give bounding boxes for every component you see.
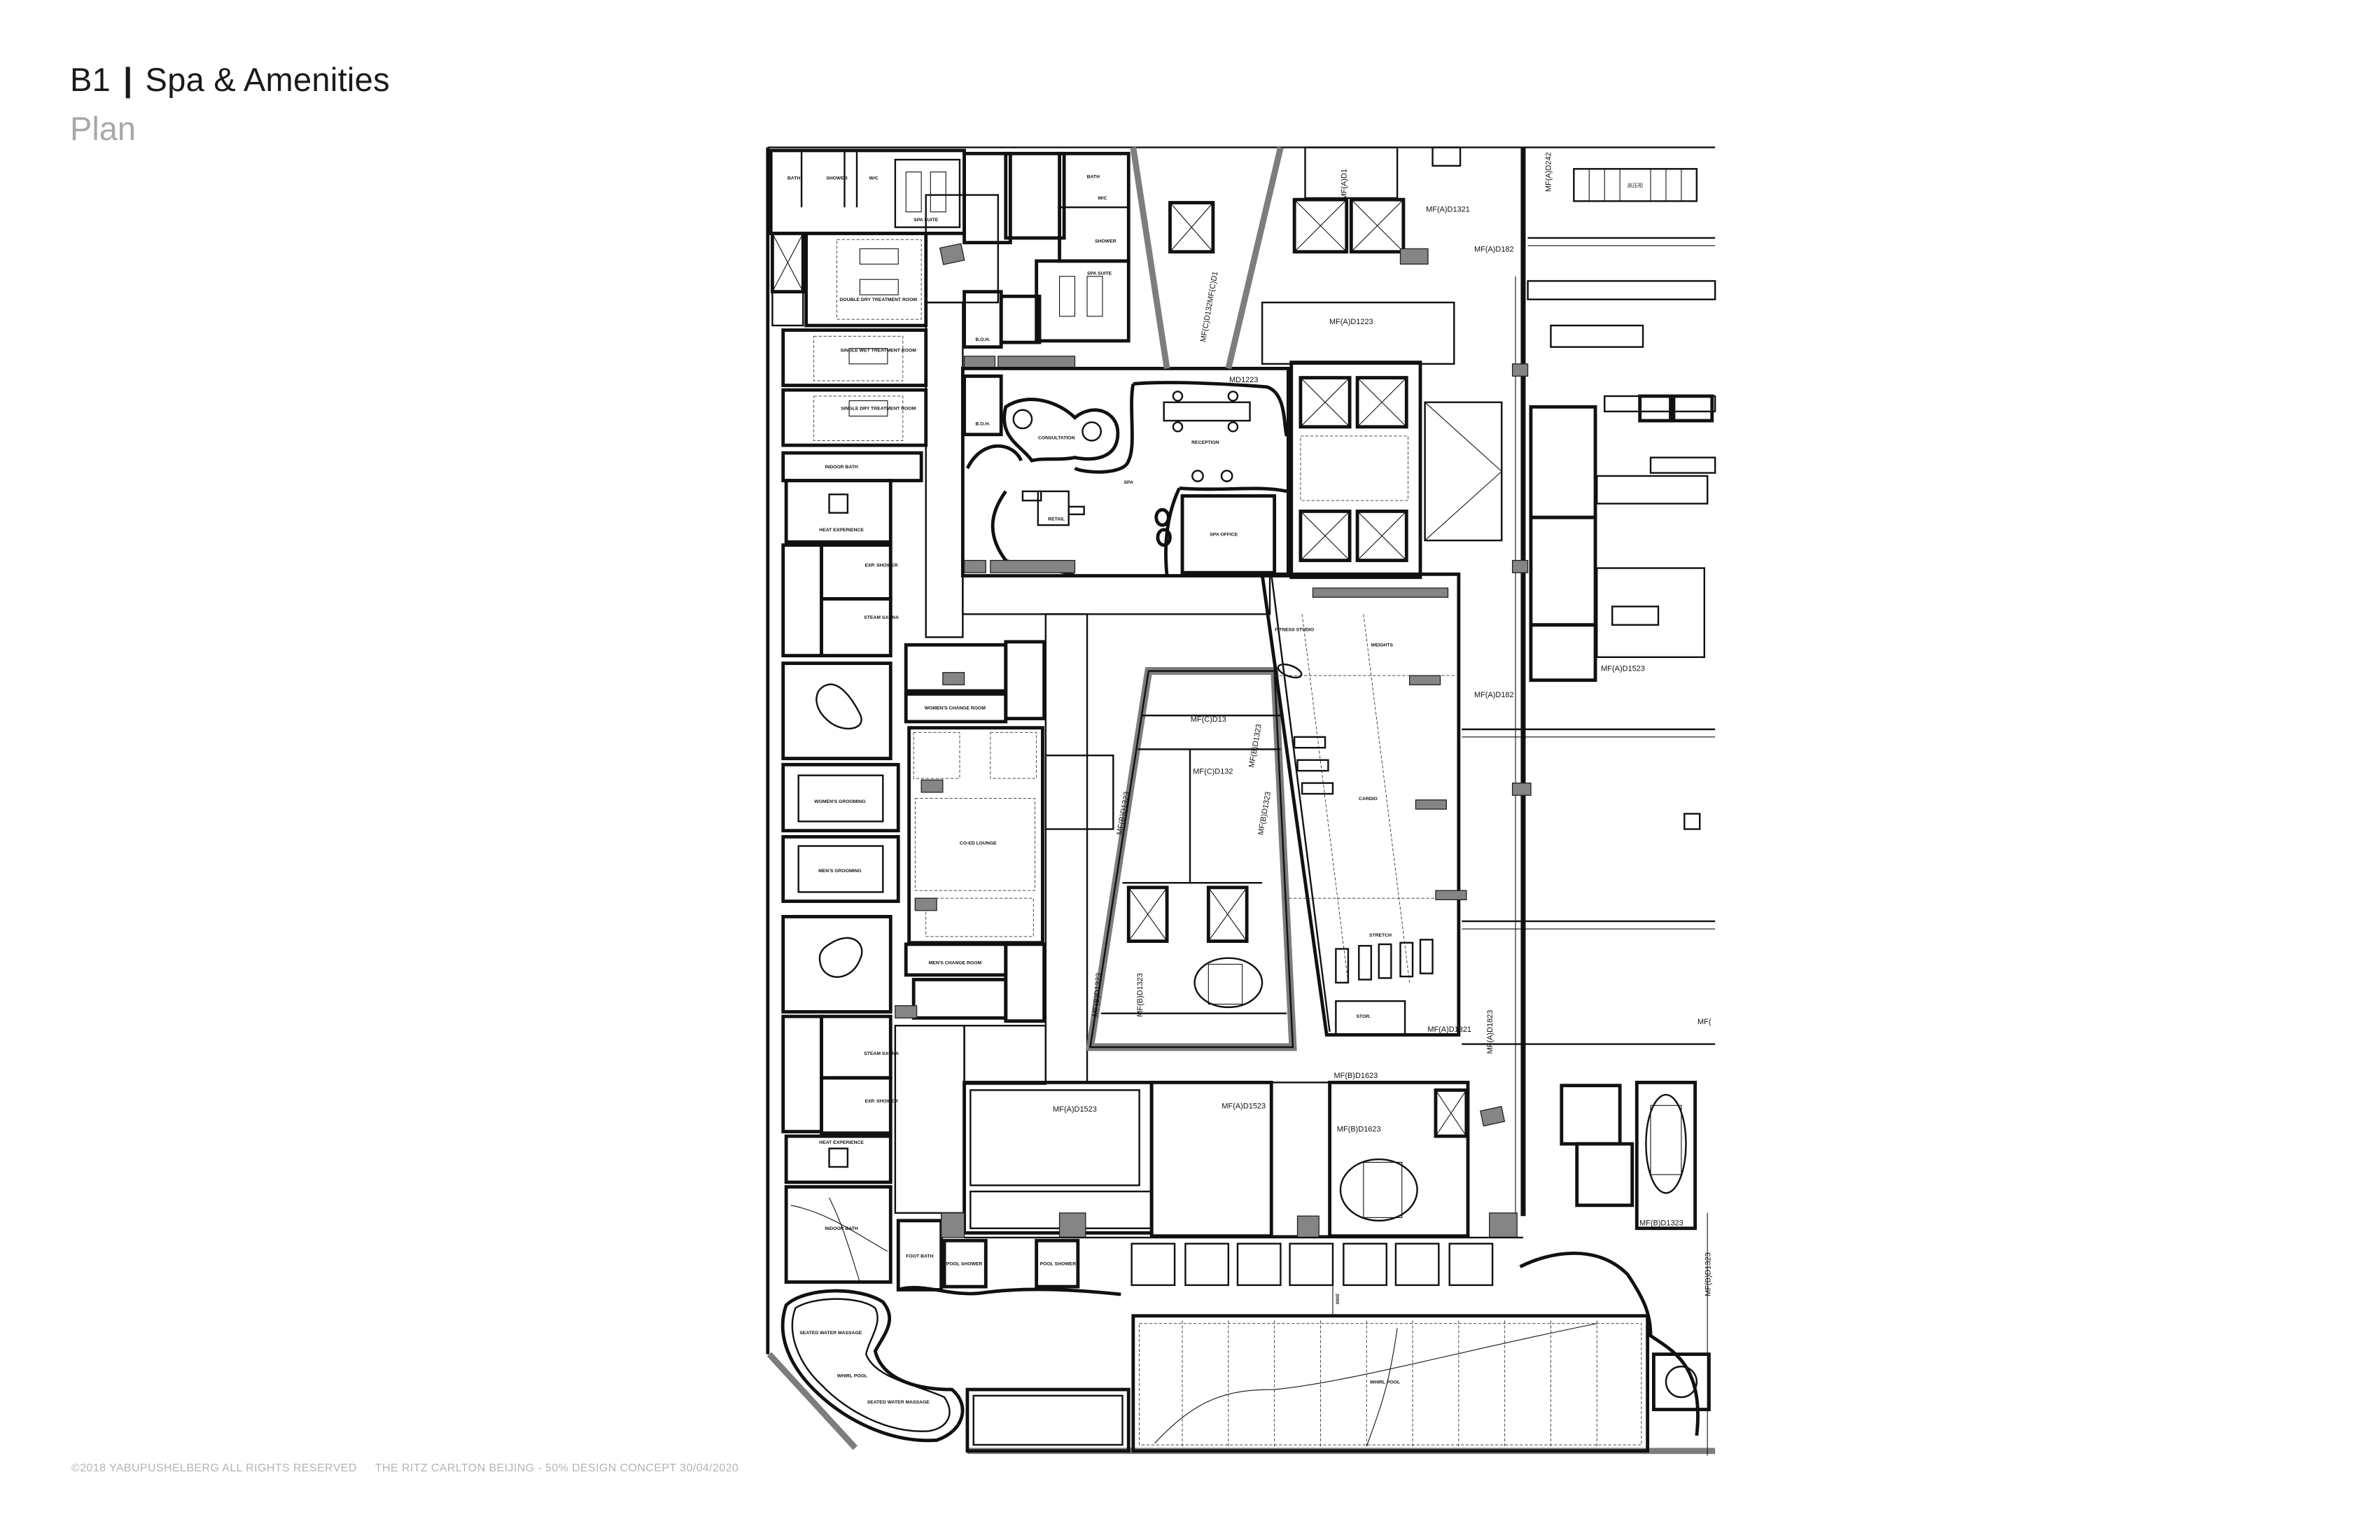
room-label: SPA SUITE [1087,272,1112,276]
copyright-text: ©2018 YABUPUSHELBERG ALL RIGHTS RESERVED [71,1462,357,1474]
door-tag: MF(A)D1523 [1601,665,1645,673]
room-label: WOMEN'S CHANGE ROOM [925,706,986,710]
door-tag: MF(C)D132MF(C)D1 [1199,271,1220,343]
room-label: B.O.H. [976,422,990,427]
page-subtitle: Plan [70,110,136,147]
door-tag: MF(A)D1 [1340,169,1349,200]
level-label: B1 [70,61,111,98]
room-label: RETAIL [1048,517,1065,522]
title-separator: | [123,61,133,98]
door-tag: MF(A)D242 [1544,152,1553,192]
room-label: HEAT EXPERIENCE [819,1140,864,1145]
room-label: EXP. SHOWER [865,563,898,568]
room-label: SPA OFFICE [1210,533,1238,538]
room-label: BATH [1087,174,1100,179]
door-tag: MF(A)D1523 [1053,1105,1097,1114]
room-label: SHOWER [826,176,848,181]
room-label: RECEPTION [1191,440,1219,445]
service-zone-east [1462,147,1716,1456]
room-label: HEAT EXPERIENCE [819,528,864,533]
door-tag: MD1223 [1229,376,1258,384]
door-tag: MF(A)D182 [1474,691,1514,699]
room-label: SPA SUITE [913,218,939,223]
pool-deck [780,1242,1711,1453]
room-label: DOUBLE DRY TREATMENT ROOM [839,298,917,302]
door-tag: MF(B)D1323 [1256,791,1273,836]
room-label: SEATED WATER MASSAGE [867,1400,930,1405]
room-label: MEN'S CHANGE ROOM [929,960,982,965]
room-label: POOL SHOWER [946,1261,983,1266]
room-label: WHIRL POOL [1370,1380,1400,1385]
room-label: EXP. SHOWER [865,1099,898,1104]
door-tag: MF(B)D1323 [1091,972,1103,1017]
door-tag: MF(B)D1323 [1704,1252,1713,1296]
room-label: CONSULTATION [1038,435,1074,440]
room-label: FITNESS STUDIO [1275,627,1314,632]
door-tag: MF(A)D1321 [1426,206,1470,214]
room-label: SEATED WATER MASSAGE [799,1331,862,1336]
room-label: SINGLE WET TREATMENT ROOM [841,348,917,353]
room-label: STRETCH [1369,933,1392,938]
south-zone [941,1080,1523,1239]
project-text: THE RITZ CARLTON BEIJING - 50% DESIGN CO… [374,1462,739,1474]
room-label: W/C [869,176,878,181]
door-tag: MF(B)D1323 [1247,724,1264,769]
title-text: Spa & Amenities [145,61,390,98]
room-label: FOOT BATH [906,1254,933,1259]
room-label: W/C [1098,196,1107,201]
room-label: MEN'S GROOMING [818,869,862,874]
door-tag: MF(C)D13 [1191,715,1226,724]
door-tag: MF(A)D182 [1474,246,1514,254]
room-label: WHIRL POOL [837,1373,867,1378]
spa-reception-area [960,367,1290,578]
elevator-core-central [1086,667,1297,1051]
door-tag: MF(B)D1323 [1136,973,1144,1017]
door-tag: MF(B)D1623 [1337,1126,1381,1134]
room-label: SINGLE DRY TREATMENT ROOM [841,407,916,412]
room-label: STEAM SAUNA [864,1051,899,1056]
dimension-label: 2000 [1334,1294,1339,1304]
page-title: B1 | Spa & Amenities [70,60,390,99]
room-label: B.O.H. [976,337,990,342]
room-label: STOR. [1357,1014,1371,1019]
room-label: BATH [788,176,800,181]
door-tag: MF(A)D1321 [1427,1026,1471,1034]
room-label: CO-ED LOUNGE [960,841,997,846]
elevator-core-north [1130,146,1503,580]
room-labels: BATH SHOWER W/C SPA SUITE BATH W/C SHOWE… [788,174,1400,1404]
room-label: WOMEN'S GROOMING [814,799,865,804]
room-label: CARDIO [1359,797,1378,802]
door-tag: MF(A)D1823 [1486,1010,1494,1054]
door-tag: MF(C)D132 [1193,767,1233,776]
fitness-studio [1260,572,1467,1037]
change-room-block [781,640,1080,1292]
door-tag: MF(B)D1623 [1334,1072,1378,1080]
door-tag: MF(A)D1523 [1222,1102,1266,1111]
room-label: STEAM SAUNA [864,615,899,620]
door-tag: MF( [1698,1018,1712,1026]
door-tag: MF(B)D1323 [1639,1219,1684,1227]
door-tag: MF(A)D1223 [1329,318,1373,326]
room-label: WEIGHTS [1371,643,1393,648]
switchgear-label: 高压柜 [1628,182,1644,189]
room-label: INDOOR BATH [825,465,858,470]
room-label: SHOWER [1095,239,1116,244]
room-label: SPA [1124,480,1134,485]
room-label: INDOOR BATH [825,1226,858,1231]
footer: ©2018 YABUPUSHELBERG ALL RIGHTS RESERVED… [71,1462,738,1475]
treatment-wing [769,148,1130,658]
room-label: POOL SHOWER [1040,1261,1077,1266]
